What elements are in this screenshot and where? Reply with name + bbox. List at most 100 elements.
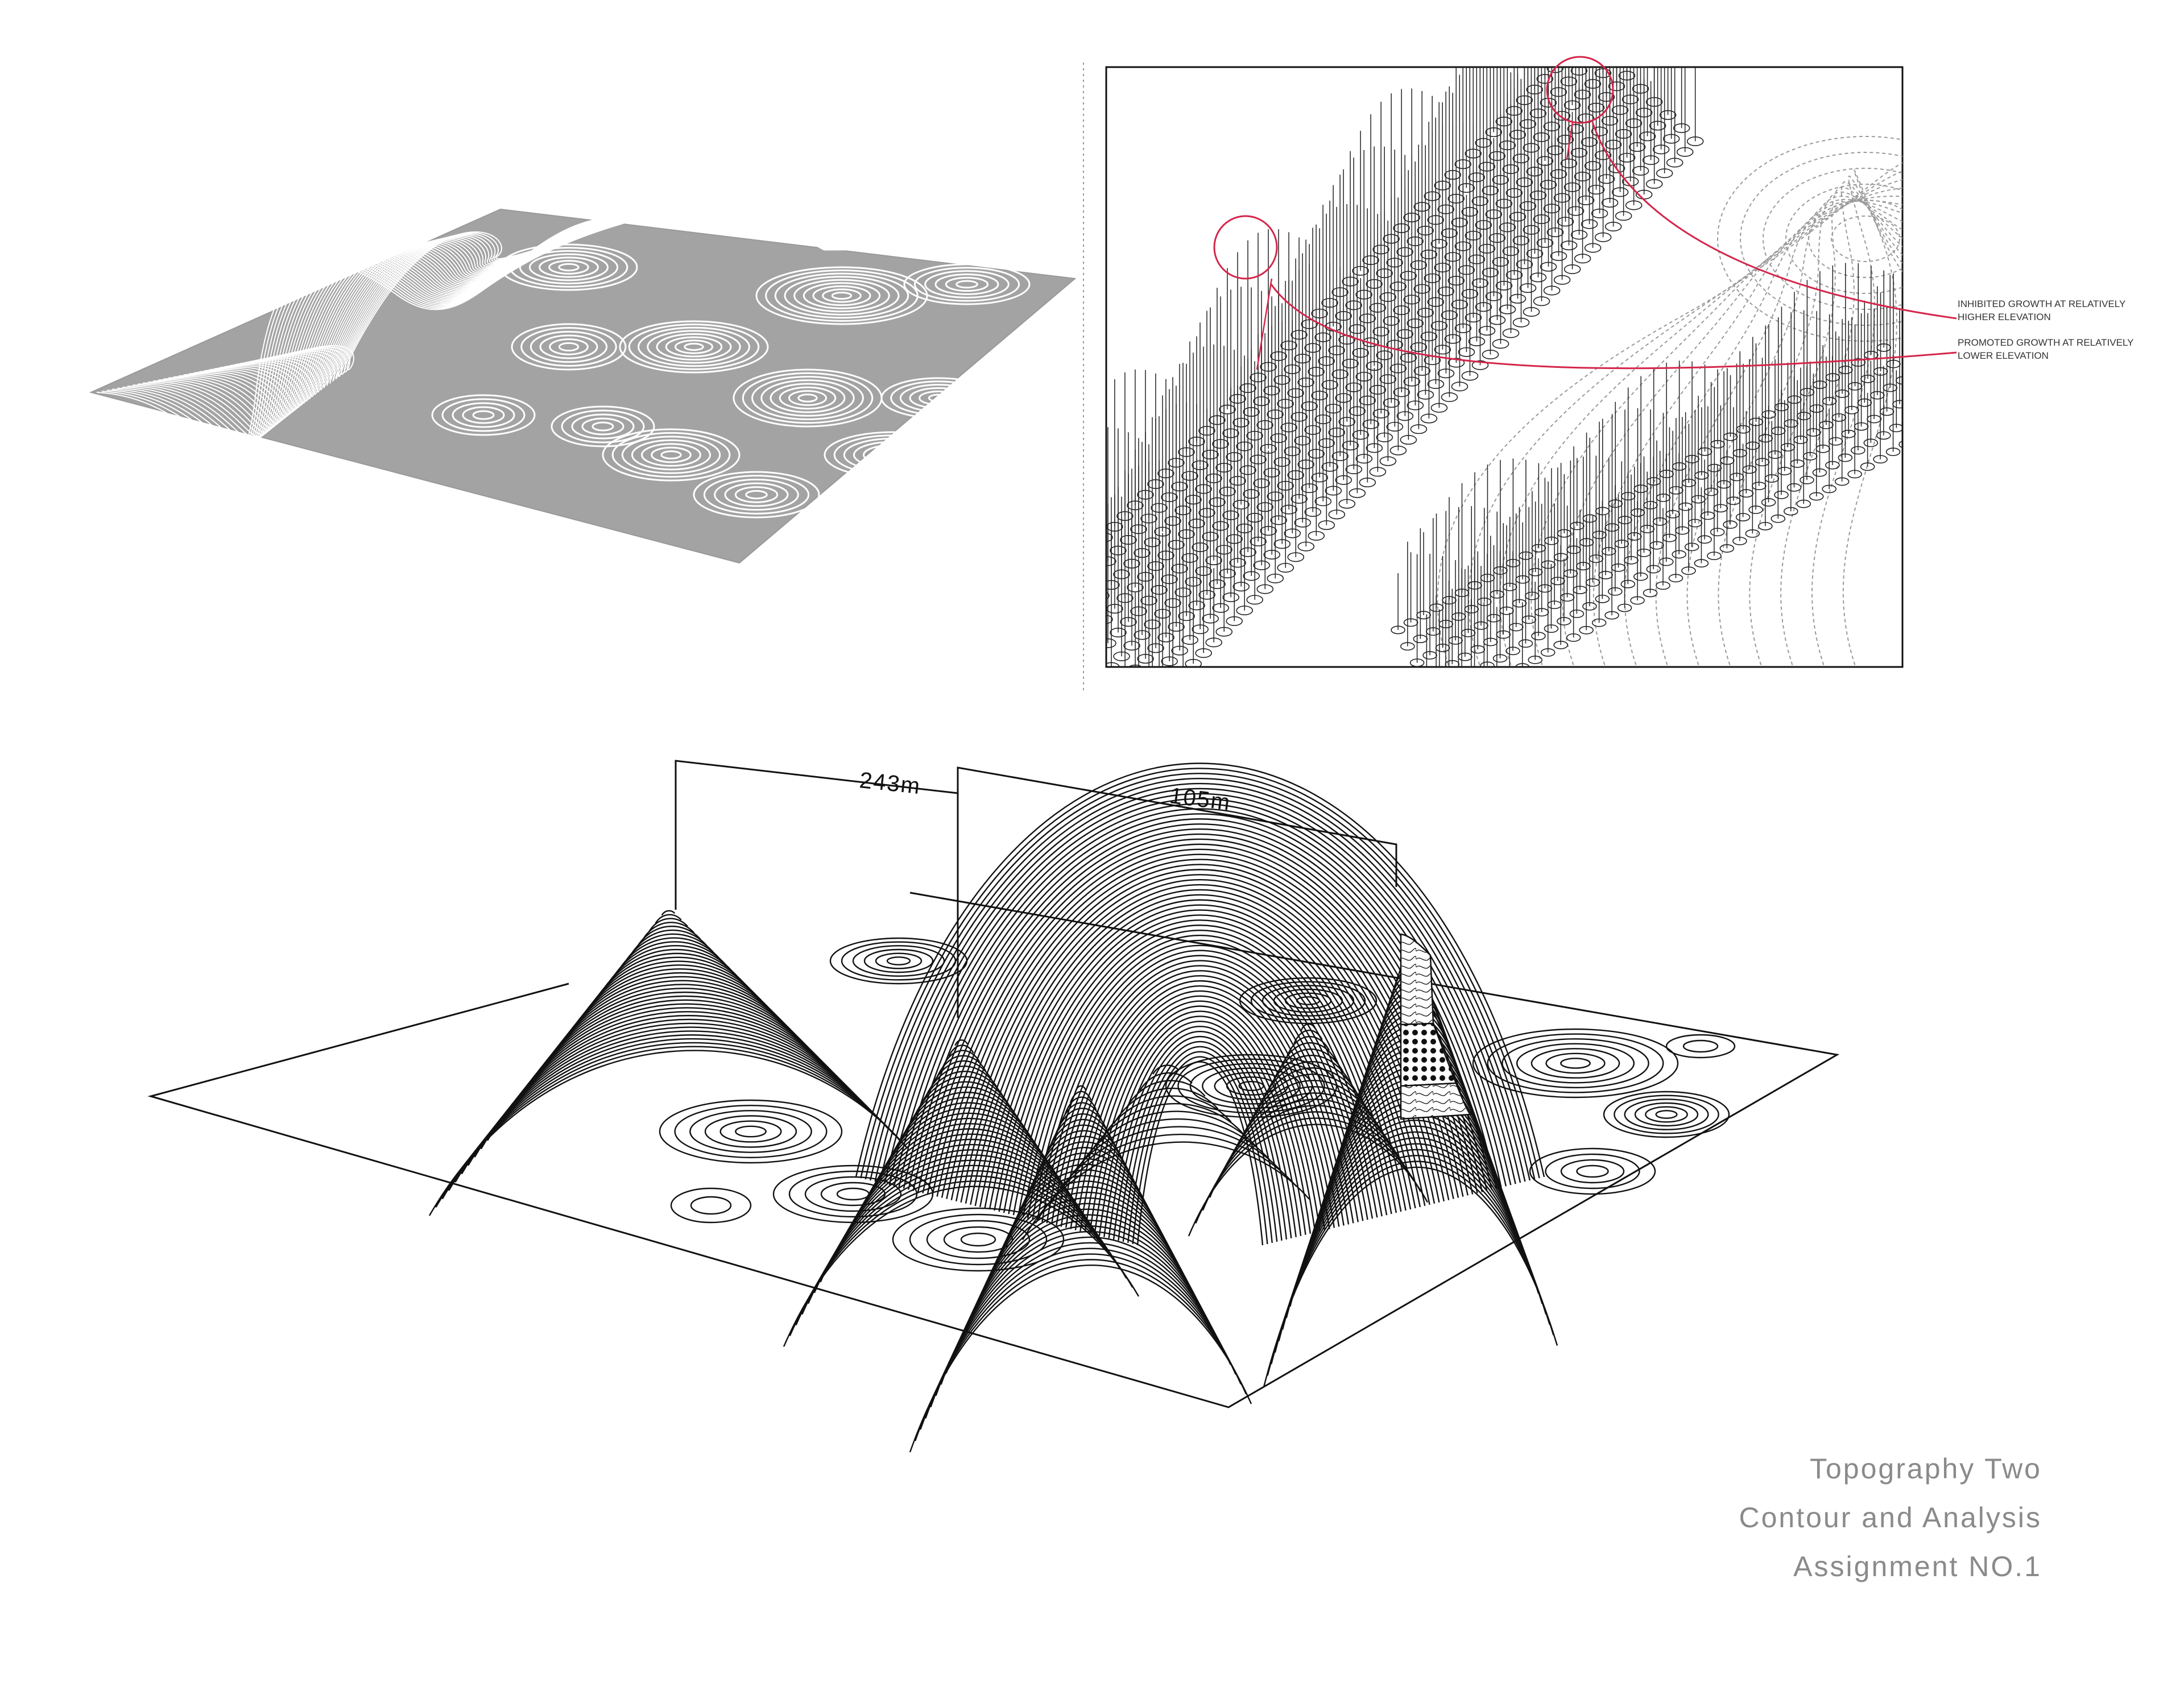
hill-contour-line <box>1281 1137 1540 1330</box>
vegetation-base <box>1442 596 1457 605</box>
basin-contour-line <box>1008 925 1392 1215</box>
vegetation-base <box>1509 293 1527 304</box>
vegetation-base <box>1478 326 1496 336</box>
vegetation-base <box>1465 693 1478 701</box>
vegetation-base <box>1192 460 1209 470</box>
vegetation-base <box>1134 630 1151 640</box>
hill-contour-line <box>1021 1141 1310 1241</box>
gray-contour-line <box>641 443 701 467</box>
gray-ridge-line <box>183 203 843 420</box>
vegetation-base <box>1232 417 1250 428</box>
vegetation-base <box>1468 254 1486 264</box>
vegetation-base <box>1355 289 1372 300</box>
vegetation-base <box>1465 148 1482 159</box>
vegetation-base <box>1585 578 1600 587</box>
vegetation-base <box>1701 511 1715 520</box>
vegetation-base <box>1106 580 1120 590</box>
hill-contour-line <box>1263 1166 1558 1387</box>
callout-circle-high <box>1546 56 1614 124</box>
vegetation-base <box>1540 180 1557 190</box>
vegetation-base <box>1576 562 1591 571</box>
vegetation-base <box>1437 286 1455 296</box>
vegetation-base <box>1383 316 1400 326</box>
vegetation-base <box>1403 376 1421 387</box>
vegetation-base <box>1544 536 1559 545</box>
gray-contour-line <box>628 324 760 370</box>
vegetation-base <box>1673 123 1690 133</box>
vegetation-base <box>1515 663 1530 667</box>
gray-contour-line <box>675 339 713 354</box>
vegetation-base <box>1546 145 1564 155</box>
gray-contour-line <box>734 486 779 503</box>
gray-ridge-line <box>178 204 842 422</box>
gray-ridge-line <box>96 214 825 458</box>
basin-contour-line <box>884 793 1516 1184</box>
hill-contour-line <box>940 1231 1221 1385</box>
vegetation-base <box>1442 685 1456 692</box>
vegetation-base <box>1732 449 1748 458</box>
vegetation-base <box>1519 551 1533 560</box>
vegetation-base <box>1566 633 1581 642</box>
vegetation-base <box>1581 219 1598 229</box>
vegetation-base <box>1531 544 1546 553</box>
hill-contour-line <box>468 1026 869 1166</box>
gray-contour-line <box>638 326 750 367</box>
vegetation-base <box>1175 670 1191 678</box>
hill-contour-line <box>942 1050 981 1068</box>
hill-contour-line <box>917 1071 1005 1110</box>
contour-ring <box>1531 1048 1620 1079</box>
vegetation-base <box>1263 467 1280 478</box>
vegetation-base <box>1579 538 1594 547</box>
vegetation-base <box>1533 132 1550 142</box>
vegetation-base <box>1396 411 1414 421</box>
vegetation-base <box>1113 569 1130 579</box>
vegetation-base <box>1777 467 1792 475</box>
gray-contour-line <box>462 406 505 424</box>
gray-contour-line <box>945 276 989 292</box>
vegetation-stems <box>1107 67 1900 667</box>
vegetation-base <box>1519 283 1537 293</box>
vegetation-base <box>1601 198 1619 208</box>
contour-ring <box>704 1115 797 1148</box>
vegetation-base <box>1553 641 1568 649</box>
gray-contour-line <box>660 450 682 459</box>
vegetation-base <box>1822 397 1837 405</box>
vegetation-base <box>1416 611 1431 620</box>
hill-contour-line <box>551 976 785 1058</box>
vegetation-base <box>1290 412 1308 422</box>
vegetation-base <box>1550 251 1567 261</box>
vegetation-base <box>1886 359 1901 368</box>
analysis-contour-line <box>1437 162 1902 667</box>
basin-contour-line <box>888 798 1512 1186</box>
vegetation-base <box>1393 305 1410 316</box>
vegetation-base <box>1349 406 1366 416</box>
gray-ridge-line <box>234 197 853 397</box>
gray-contour-line <box>619 320 769 374</box>
hill-contour-line <box>1061 1118 1271 1191</box>
hill-contour-line <box>807 1164 1115 1304</box>
hill-contour-line <box>545 980 792 1066</box>
vegetation-base <box>1297 541 1315 552</box>
vegetation-base <box>1503 671 1516 678</box>
vegetation-base <box>1563 182 1581 192</box>
gray-terrain-ridge <box>96 189 865 458</box>
basin-contour-line <box>984 899 1416 1209</box>
hill-contour-line <box>1271 1155 1550 1365</box>
vegetation-base <box>1569 610 1585 618</box>
gray-contour-line <box>561 409 645 443</box>
contour-ring <box>1165 1054 1338 1118</box>
hill-contour-line <box>1152 1064 1180 1075</box>
title-line-3: Assignment NO.1 <box>1793 1551 2042 1582</box>
gray-contour-line <box>551 405 655 447</box>
vegetation-base <box>1430 239 1448 249</box>
gray-contour-line <box>924 270 1010 299</box>
vegetation-base <box>1202 532 1219 542</box>
vegetation-base <box>1518 639 1533 648</box>
vegetation-base <box>1735 513 1751 521</box>
hill-contour-line <box>1059 1102 1102 1126</box>
gray-contour-line <box>558 263 580 272</box>
vegetation-base <box>1342 358 1359 368</box>
vegetation-base <box>1137 571 1154 582</box>
vegetation-base <box>1277 480 1294 491</box>
